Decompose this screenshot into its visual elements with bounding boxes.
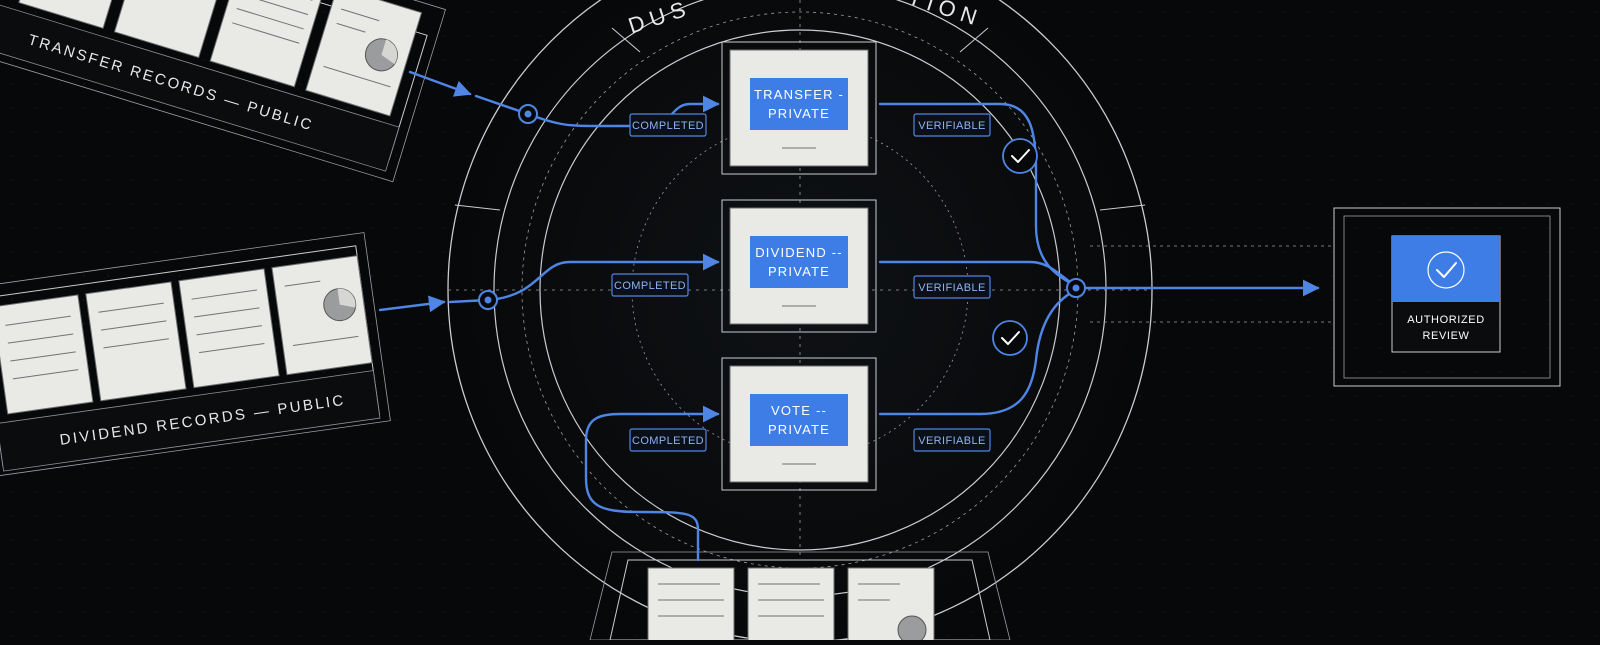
check-circle-icon bbox=[1003, 139, 1037, 173]
status-pill-verifiable: VERIFIABLE bbox=[914, 276, 990, 298]
status-pill-completed: COMPLETED bbox=[630, 114, 706, 136]
record-document bbox=[0, 295, 93, 414]
svg-text:COMPLETED: COMPLETED bbox=[632, 435, 704, 447]
svg-text:VERIFIABLE: VERIFIABLE bbox=[918, 282, 986, 294]
box-title-line1: TRANSFER - bbox=[754, 87, 844, 102]
review-title-line2: REVIEW bbox=[1423, 330, 1470, 342]
review-title-line1: AUTHORIZED bbox=[1407, 314, 1485, 326]
status-pill-verifiable: VERIFIABLE bbox=[914, 429, 990, 451]
svg-text:COMPLETED: COMPLETED bbox=[632, 120, 704, 132]
svg-text:VERIFIABLE: VERIFIABLE bbox=[918, 120, 986, 132]
box-title-line1: VOTE -- bbox=[771, 403, 827, 418]
junction-node bbox=[519, 105, 537, 123]
review-card-header bbox=[1392, 236, 1500, 302]
private-label-box bbox=[750, 394, 848, 446]
private-box-vote: VOTE -- PRIVATE bbox=[722, 358, 876, 490]
private-label-box bbox=[750, 78, 848, 130]
record-document bbox=[272, 256, 372, 375]
junction-node bbox=[1067, 279, 1085, 297]
private-box-transfer: TRANSFER - PRIVATE bbox=[722, 42, 876, 174]
svg-text:COMPLETED: COMPLETED bbox=[614, 280, 686, 292]
record-document bbox=[648, 568, 734, 640]
box-title-line2: PRIVATE bbox=[768, 106, 830, 121]
private-label-box bbox=[750, 236, 848, 288]
svg-text:VERIFIABLE: VERIFIABLE bbox=[918, 435, 986, 447]
junction-node bbox=[479, 291, 497, 309]
box-title-line1: DIVIDEND -- bbox=[755, 245, 843, 260]
record-document bbox=[748, 568, 834, 640]
status-pill-verifiable: VERIFIABLE bbox=[914, 114, 990, 136]
status-pill-completed: COMPLETED bbox=[612, 274, 688, 296]
box-title-line2: PRIVATE bbox=[768, 422, 830, 437]
record-document bbox=[179, 269, 279, 388]
box-title-line2: PRIVATE bbox=[768, 264, 830, 279]
private-box-dividend: DIVIDEND -- PRIVATE bbox=[722, 200, 876, 332]
check-circle-icon bbox=[993, 321, 1027, 355]
pie-chart-icon bbox=[898, 616, 926, 640]
record-document bbox=[86, 282, 186, 401]
status-pill-completed: COMPLETED bbox=[630, 429, 706, 451]
